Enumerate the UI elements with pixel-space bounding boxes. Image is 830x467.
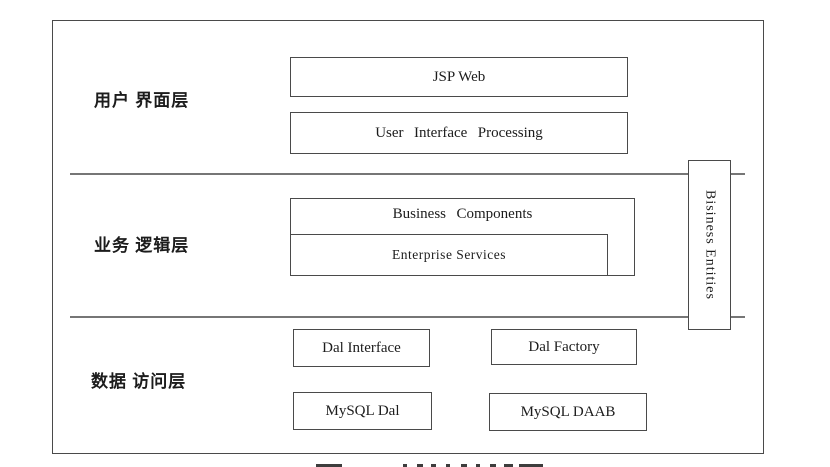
- caption-glyph-fragment: [417, 464, 423, 467]
- layer-divider-bottom: [70, 316, 745, 318]
- caption-glyph-fragment: [476, 464, 480, 467]
- layer-label-user-interface: 用户 界面层: [94, 91, 190, 110]
- box-jsp-web: JSP Web: [290, 57, 628, 97]
- caption-glyph-fragment: [403, 464, 407, 467]
- caption-glyph-fragment: [446, 464, 450, 467]
- caption-glyph-fragment: [504, 464, 513, 467]
- caption-glyph-fragment: [490, 464, 496, 467]
- layer-divider-top: [70, 173, 745, 175]
- layer-label-data-access: 数据 访问层: [91, 372, 187, 391]
- caption-glyph-fragment: [316, 464, 342, 467]
- box-dal-factory: Dal Factory: [491, 329, 637, 365]
- box-mysql-daab: MySQL DAAB: [489, 393, 647, 431]
- caption-glyph-fragment: [431, 464, 436, 467]
- caption-glyph-fragment: [461, 464, 467, 467]
- caption-glyph-fragment: [519, 464, 543, 467]
- box-business-components-label: Business Components: [392, 206, 533, 222]
- box-business-entities: Bisiness Entities: [688, 160, 731, 330]
- box-user-interface-processing: User Interface Processing: [290, 112, 628, 154]
- layer-label-business-logic: 业务 逻辑层: [94, 236, 190, 255]
- box-mysql-dal: MySQL Dal: [293, 392, 432, 430]
- box-enterprise-services: Enterprise Services: [290, 234, 608, 276]
- box-dal-interface: Dal Interface: [293, 329, 430, 367]
- diagram-outer-frame: [52, 20, 764, 454]
